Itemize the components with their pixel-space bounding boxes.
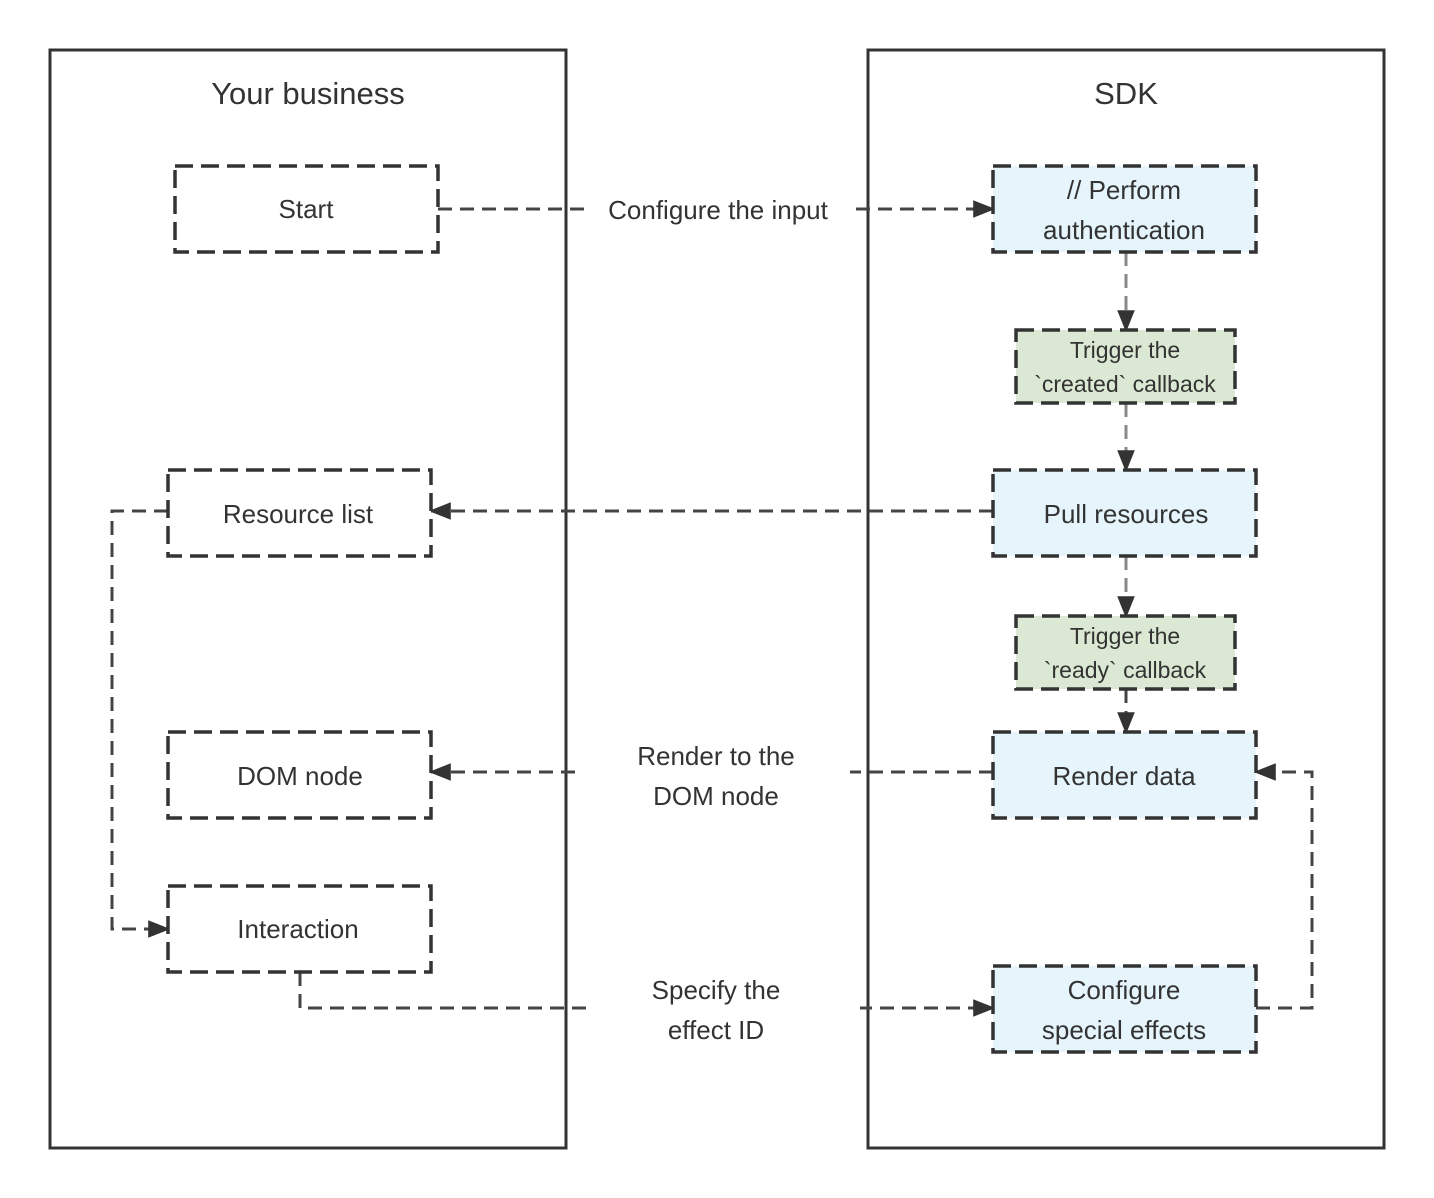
node-auth-line2: authentication <box>1043 215 1205 245</box>
svg-text:Start: Start <box>279 194 335 224</box>
node-start: Start <box>173 164 440 254</box>
lane-sdk: SDK <box>866 48 1386 1150</box>
node-effects-line1: Configure <box>1068 975 1181 1005</box>
lane-title-business: Your business <box>211 76 405 111</box>
edge-label-render-to-dom: Render to the DOM node <box>582 736 850 812</box>
node-perform-authentication: // Perform authentication <box>991 164 1258 254</box>
node-pull-resources: Pull resources <box>991 468 1258 558</box>
lane-title-sdk: SDK <box>1094 76 1158 111</box>
node-ready-line2: `ready` callback <box>1044 657 1207 683</box>
node-created-line1: Trigger the <box>1070 337 1180 363</box>
node-ready-line1: Trigger the <box>1070 623 1180 649</box>
svg-text:Pull resources: Pull resources <box>1044 499 1209 529</box>
edge-label-configure-input: Configure the input <box>584 192 852 228</box>
svg-text:Render data: Render data <box>1052 761 1196 791</box>
edge-resource-to-interaction <box>110 509 171 938</box>
edge-label-render-line2: DOM node <box>653 781 779 811</box>
node-effects-line2: special effects <box>1042 1015 1206 1045</box>
lane-your-business: Your business <box>48 48 568 1150</box>
node-created-line2: `created` callback <box>1034 371 1216 397</box>
edge-label-effect-line2: effect ID <box>668 1015 764 1045</box>
edge-effects-to-render <box>1253 763 1314 1010</box>
svg-text:Interaction: Interaction <box>237 914 358 944</box>
node-ready-callback: Trigger the `ready` callback <box>1014 614 1237 691</box>
svg-text:Configure the input: Configure the input <box>608 195 828 225</box>
node-resource-list: Resource list <box>166 468 433 558</box>
node-created-callback: Trigger the `created` callback <box>1014 328 1237 405</box>
node-auth-line1: // Perform <box>1067 175 1181 205</box>
node-render-data: Render data <box>991 730 1258 820</box>
edge-label-effect-line1: Specify the <box>652 975 781 1005</box>
svg-text:Resource list: Resource list <box>223 499 374 529</box>
edge-label-effect-id: Specify the effect ID <box>592 970 860 1046</box>
edge-label-render-line1: Render to the <box>637 741 795 771</box>
svg-text:DOM node: DOM node <box>237 761 363 791</box>
node-configure-special-effects: Configure special effects <box>991 964 1258 1054</box>
node-interaction: Interaction <box>166 884 433 974</box>
node-dom-node: DOM node <box>166 730 433 820</box>
